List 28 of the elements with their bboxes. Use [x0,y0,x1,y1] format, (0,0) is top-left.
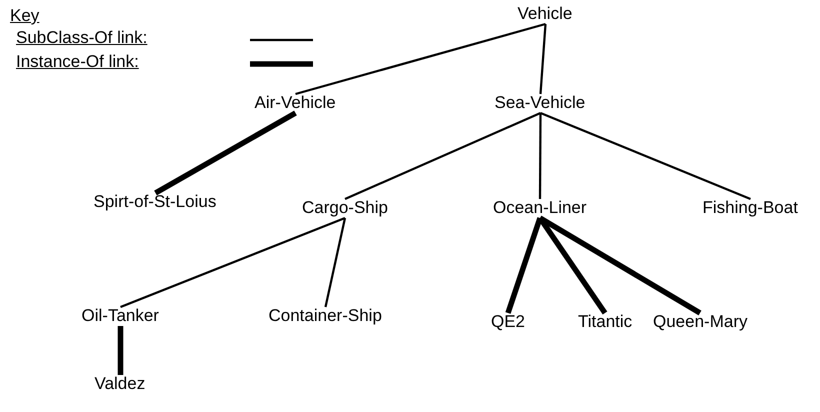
instance-of-link [538,216,702,316]
instance-of-link [118,326,124,375]
class-label: Spirt-of-St-Loius [92,191,218,213]
instance-of-link [538,216,608,315]
subclass-of-link [538,113,542,199]
class-label: Oil-Tanker [80,305,161,327]
key-heading: Key [10,6,40,26]
class-label: Cargo-Ship [300,197,390,219]
class-label: Container-Ship [266,305,384,327]
class-label: Ocean-Liner [491,197,589,219]
subclass-of-link [540,112,751,200]
legend-text: Instance-Of link: [16,52,139,72]
class-label: Sea-Vehicle [492,92,588,114]
class-label: Valdez [92,373,148,395]
legend-text: SubClass-Of link: [16,28,148,48]
subclass-of-link [295,22,546,96]
subclass-of-link [120,216,346,308]
class-label: QE2 [489,311,528,333]
class-label: Queen-Mary [651,311,750,333]
instance-of-link [505,217,543,314]
class-label: Titantic [576,311,634,333]
instance-of-link [154,110,297,196]
subclass-of-link [344,112,541,200]
class-label: Vehicle [516,3,574,25]
class-label: Fishing-Boat [700,197,800,219]
subclass-of-link [539,24,547,94]
class-label: Air-Vehicle [252,92,338,114]
subclass-of-link [324,218,346,308]
